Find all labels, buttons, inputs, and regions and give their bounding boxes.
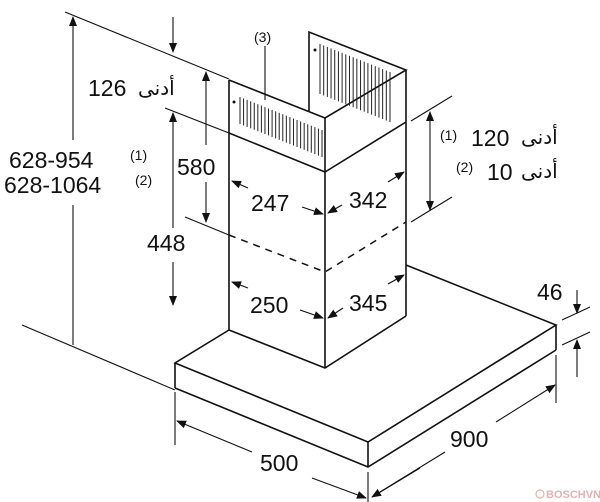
lower-depth: 345	[349, 290, 387, 316]
upper-depth: 342	[349, 187, 387, 213]
upper-chimney-height: 580	[177, 154, 215, 180]
total-height-label-2: 628-1064	[4, 172, 101, 198]
upper-width: 247	[251, 190, 289, 216]
vent-grille-left	[239, 97, 323, 157]
overlap-min-word-1: أدنى	[521, 124, 558, 149]
watermark-logo-icon	[535, 489, 545, 499]
dimension-lines	[69, 16, 591, 502]
lower-chimney	[228, 121, 407, 369]
ceiling-gap-min-word: أدنى	[138, 75, 175, 100]
overlap-min-word-2: أدنى	[521, 158, 558, 183]
hood-width: 900	[450, 426, 488, 452]
overlap-min-1: 120	[471, 125, 509, 151]
total-height-label-1: 628-954	[9, 147, 94, 173]
reference-lines	[21, 11, 230, 391]
overlap-note-2: (2)	[456, 159, 473, 175]
hood-thickness: 46	[537, 279, 563, 305]
total-height-note-2: (2)	[135, 172, 152, 188]
callout-3: (3)	[254, 29, 271, 45]
hood-depth: 500	[260, 450, 298, 476]
upper-chimney	[228, 30, 408, 172]
ceiling-gap-value: 126	[88, 75, 126, 101]
lower-chimney-height: 448	[147, 230, 185, 256]
vent-grille-right	[319, 44, 391, 122]
overlap-min-2: 10	[487, 159, 513, 185]
overlap-note-1: (1)	[440, 127, 457, 143]
lower-width: 250	[250, 292, 288, 318]
total-height-note-1: (1)	[130, 147, 147, 163]
watermark: BOSCHVN	[546, 489, 600, 501]
hood-canopy	[173, 264, 558, 468]
